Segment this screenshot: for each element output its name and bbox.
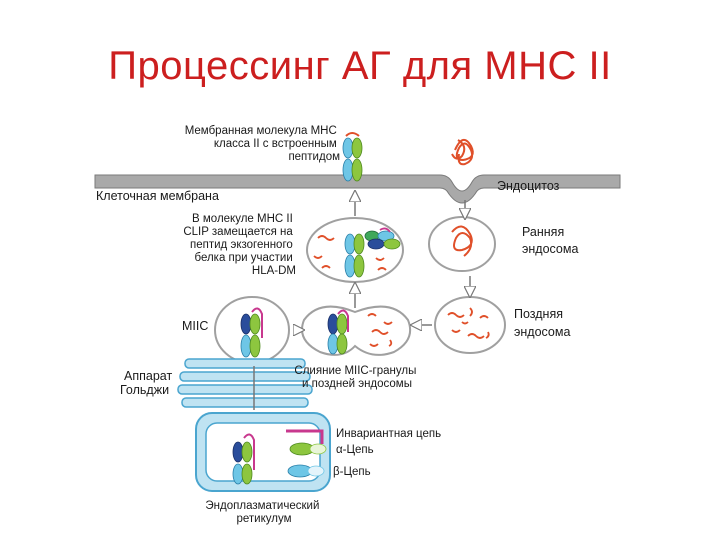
label-membrane-mhc: Мембранная молекула МНС класса II с встр… <box>185 125 340 163</box>
label-endocytosis: Эндоцитоз <box>497 179 560 193</box>
label-clip-replace: В молекуле МНС II CLIP замещается на пеп… <box>183 213 296 277</box>
label-invariant-chain: Инвариантная цепь <box>336 428 441 440</box>
arrows <box>253 196 470 410</box>
label-late-endosome: Поздняя эндосома <box>514 307 570 339</box>
golgi-apparatus <box>177 358 313 408</box>
fusion-vesicle <box>301 305 412 356</box>
miic-vesicle <box>214 296 290 364</box>
late-endosome <box>434 296 506 354</box>
cell-membrane <box>94 174 621 204</box>
membrane-mhc-molecule <box>342 132 363 182</box>
early-endosome <box>428 216 496 272</box>
label-early-endosome: Ранняя эндосома <box>522 225 578 256</box>
legend-beta-symbol <box>287 464 325 478</box>
label-golgi: Аппарат Гольджи <box>120 369 176 397</box>
label-cell-membrane: Клеточная мембрана <box>96 189 219 203</box>
label-beta-chain: β-Цепь <box>333 466 371 478</box>
clip-replacement-vesicle <box>306 217 404 283</box>
legend-invariant-symbol <box>286 429 324 444</box>
page-title: Процессинг АГ для МНС II <box>108 44 612 88</box>
label-miic: MIIC <box>182 319 208 333</box>
label-alpha-chain: α-Цепь <box>336 444 374 456</box>
label-fusion: Слияние MIIC-гранулы и поздней эндосомы <box>294 365 419 390</box>
antigen-tangle <box>451 139 474 166</box>
label-er: Эндоплазматический ретикулум <box>205 500 322 525</box>
legend-alpha-symbol <box>289 442 327 456</box>
